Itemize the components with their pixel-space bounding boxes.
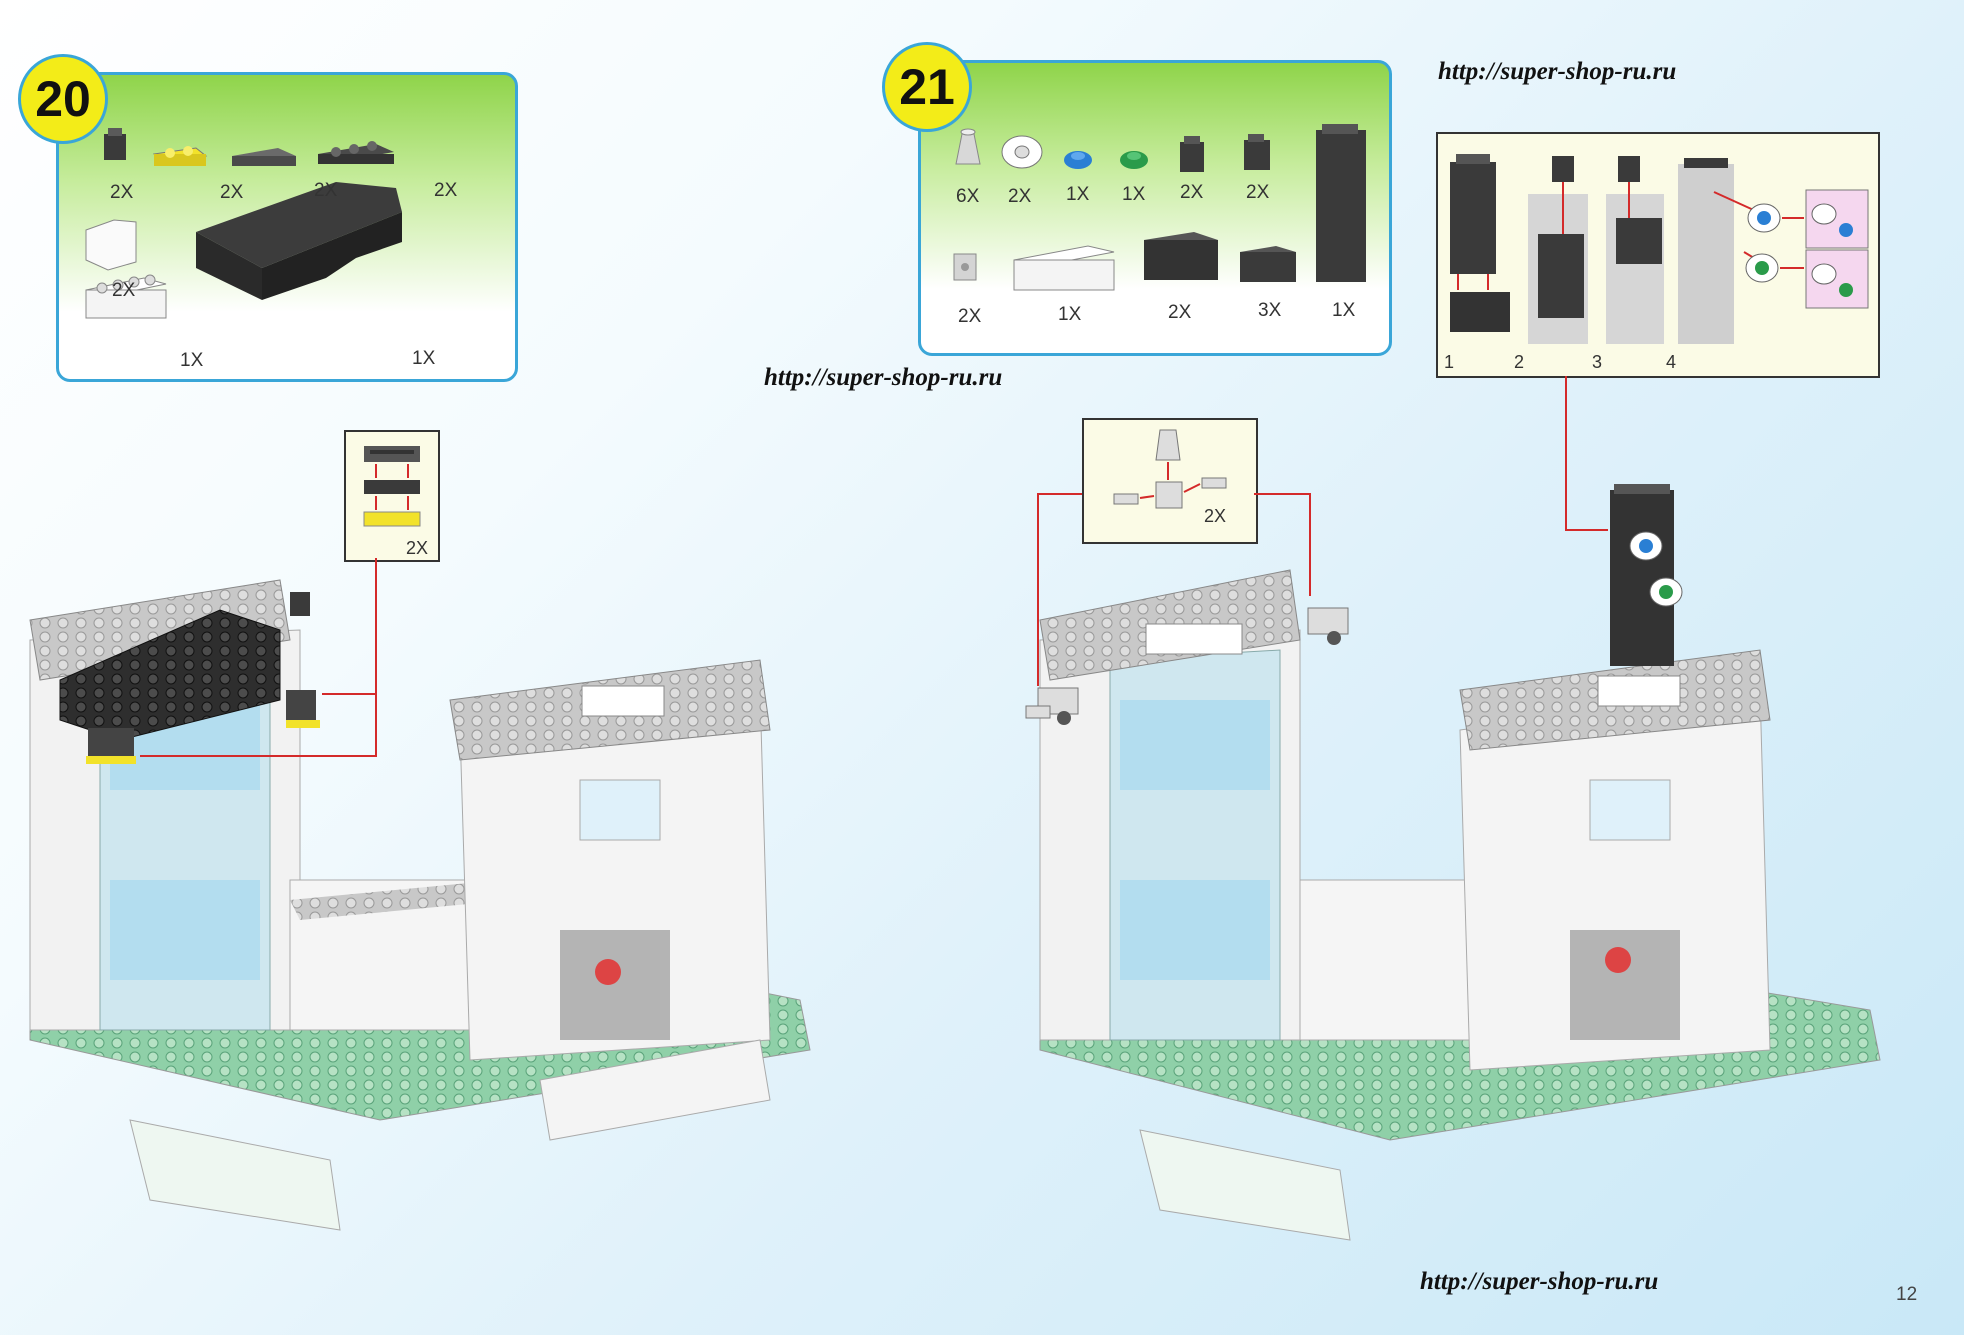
step-21-parts-illustration [953, 124, 1366, 291]
step-21-qty: 1X [1066, 184, 1090, 205]
step-21-badge: 21 [882, 42, 972, 132]
antenna-assembly-icon [1113, 429, 1227, 509]
step-21-qty: 6X [956, 186, 980, 207]
step-21-qty: 3X [1258, 300, 1282, 321]
step-21-qty: 2X [1246, 182, 1270, 203]
step-21-qty: 1X [1332, 300, 1356, 321]
callout-qty: 2X [406, 538, 429, 558]
stacked-tile-plate-icon [363, 446, 421, 527]
watermark-url: http://super-shop-ru.ru [1420, 1268, 1659, 1295]
substep-label: 2 [1514, 352, 1525, 372]
step-20-parts-illustration [85, 128, 402, 319]
step-21-qty: 1X [1058, 304, 1082, 325]
step-20-qty: 2X [314, 180, 338, 201]
substep-label: 4 [1666, 352, 1677, 372]
dark-plate-1x4-icon [318, 141, 394, 164]
step-20-badge: 20 [18, 54, 108, 144]
watermark-url: http://super-shop-ru.ru [1438, 58, 1677, 85]
step-21-qty: 1X [1122, 184, 1146, 205]
substep-label: 1 [1444, 352, 1455, 372]
dark-brick-1x2-icon [1240, 246, 1296, 282]
light-gray-brick-side-stud-icon [953, 253, 977, 281]
page-number: 12 [1896, 1284, 1918, 1305]
dark-brick-1x1-icon [104, 128, 126, 160]
step-21-parts-panel [918, 60, 1392, 356]
white-brick-1x4-icon [85, 274, 167, 319]
dark-brick-2x2-icon [1144, 232, 1218, 280]
step-20-qty: 2X [434, 180, 458, 201]
dark-brick-1x1-icon [1180, 136, 1204, 172]
dark-brick-1x1-side-stud-icon [1244, 134, 1270, 170]
step-21-qty: 2X [1168, 302, 1192, 323]
step-20-qty: 2X [110, 182, 134, 203]
step-21-antenna-callout: 2X [1082, 418, 1258, 544]
substep-label: 3 [1592, 352, 1603, 372]
step-20-assembly-callout: 2X [344, 430, 440, 562]
step-21-signal-callout: 1 2 3 4 [1436, 132, 1880, 378]
watermark-url: http://super-shop-ru.ru [764, 364, 1003, 391]
gray-grille-tile-icon [232, 148, 296, 166]
green-round-plate-icon [1120, 151, 1148, 169]
step-21-qty: 2X [1180, 182, 1204, 203]
light-gray-cone-icon [955, 128, 981, 165]
step-21-qty: 2X [1008, 186, 1032, 207]
step-20-qty: 1X [412, 348, 436, 369]
step-21-qty: 2X [958, 306, 982, 327]
step-20-qty: 1X [180, 350, 204, 371]
white-slope-icon [85, 219, 137, 271]
blue-round-plate-icon [1064, 151, 1092, 169]
callout-qty: 2X [1204, 506, 1227, 526]
dark-wedge-plate-icon [196, 182, 402, 300]
yellow-plate-icon [152, 146, 208, 166]
step-20-qty: 2X [220, 182, 244, 203]
signal-tower-substeps-icon [1450, 154, 1869, 344]
step-20-qty: 2X [112, 280, 136, 301]
white-brick-1x4-icon [1013, 245, 1115, 291]
white-round-dish-icon [1001, 135, 1043, 169]
dark-tall-brick-icon [1316, 124, 1366, 282]
